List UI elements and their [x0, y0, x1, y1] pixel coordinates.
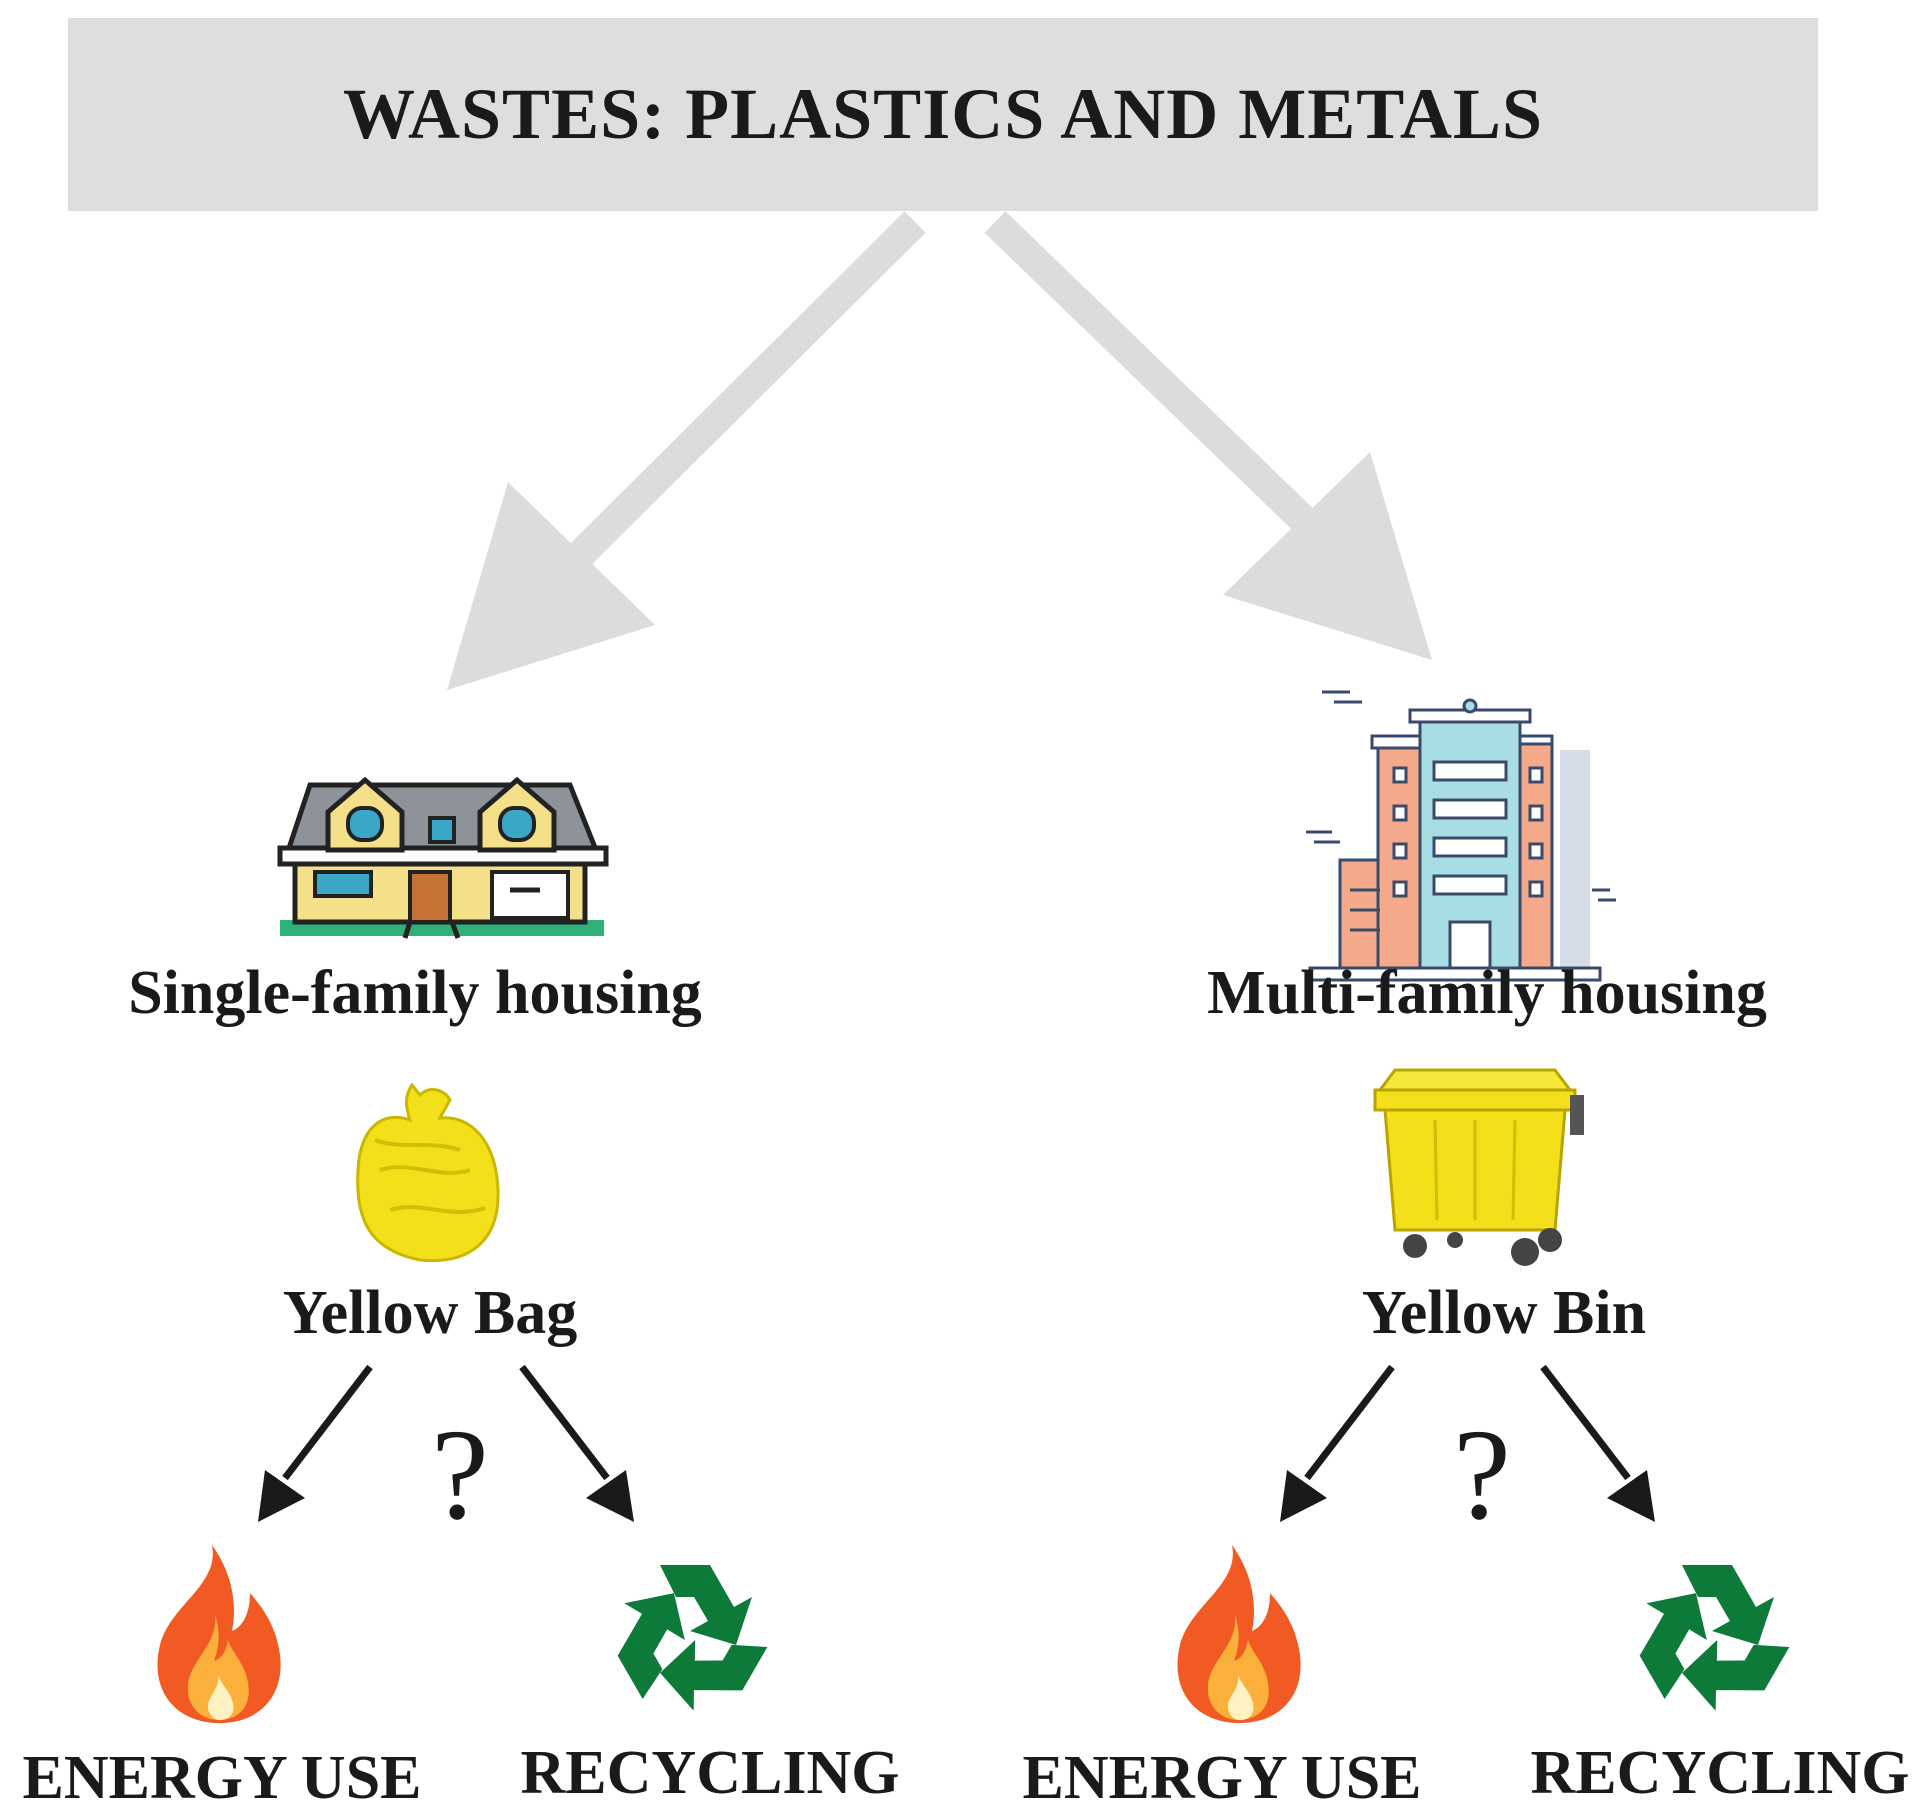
diagram-title: WASTES: PLASTICS AND METALS: [343, 74, 1543, 154]
housing-label-multi: Multi-family housing: [1207, 959, 1767, 1027]
big-arrow-right: [984, 211, 1432, 660]
small-arrow-left-2: [1280, 1364, 1395, 1522]
small-arrow-right-1: [519, 1364, 634, 1522]
yellow-bag-icon: [356, 1082, 500, 1263]
outcome-energy-use-right: ENERGY USE: [1022, 1744, 1422, 1812]
recycle-icon: [1639, 1565, 1790, 1711]
apartment-building-icon: [1306, 690, 1616, 982]
house-icon: [277, 776, 609, 939]
housing-label-single: Single-family housing: [128, 959, 702, 1027]
outcome-recycling-right: RECYCLING: [1530, 1739, 1910, 1807]
big-arrow-left: [447, 211, 926, 690]
question-mark-left: ?: [431, 1403, 489, 1547]
small-arrow-right-2: [1540, 1364, 1655, 1522]
title-box: WASTES: PLASTICS AND METALS: [68, 18, 1818, 211]
outcome-energy-use-left: ENERGY USE: [22, 1744, 422, 1812]
fire-icon: [1177, 1545, 1301, 1724]
container-label-bin: Yellow Bin: [1361, 1279, 1647, 1347]
recycle-icon: [617, 1565, 768, 1711]
container-label-bag: Yellow Bag: [282, 1279, 578, 1347]
yellow-bin-icon: [1373, 1068, 1584, 1266]
question-mark-right: ?: [1453, 1403, 1511, 1547]
fire-icon: [157, 1545, 281, 1724]
small-arrow-left-1: [258, 1364, 373, 1522]
outcome-recycling-left: RECYCLING: [520, 1739, 900, 1807]
